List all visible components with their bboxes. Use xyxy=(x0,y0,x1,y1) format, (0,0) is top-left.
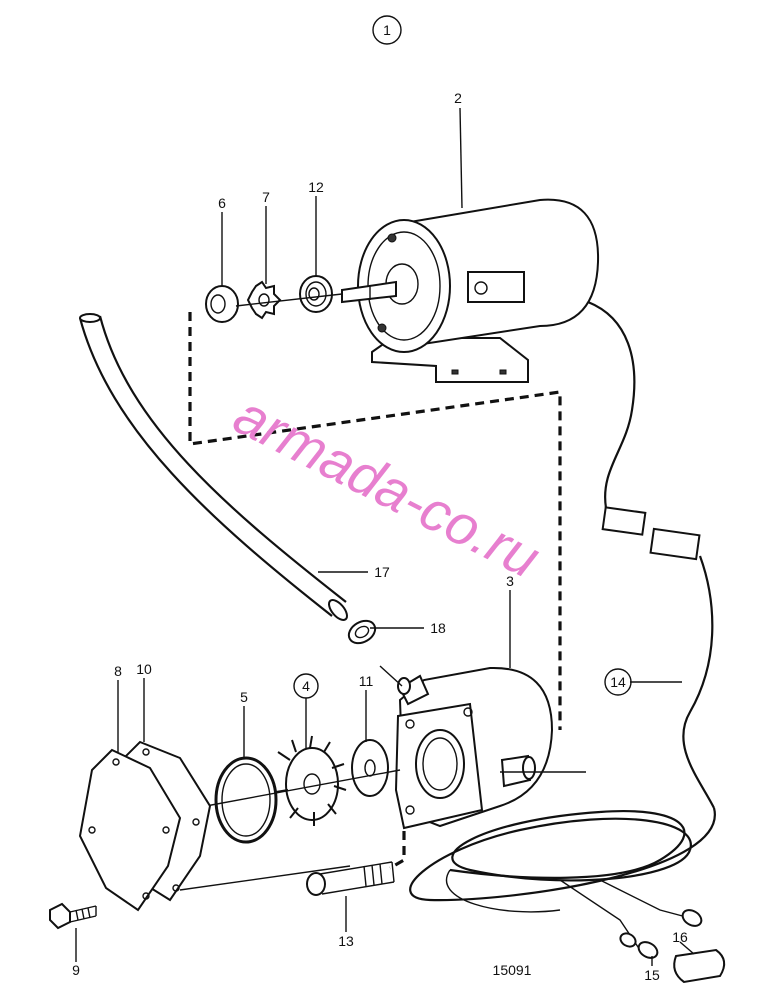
seal-ring xyxy=(205,285,239,323)
assembly-dashed-line-bolt xyxy=(389,816,406,870)
end-cover xyxy=(78,748,182,912)
callout-18: 18 xyxy=(430,620,446,636)
leader-lines xyxy=(75,107,695,966)
washer xyxy=(351,739,389,797)
callout-7: 7 xyxy=(262,189,270,205)
callout-14: 14 xyxy=(610,674,626,690)
screw xyxy=(49,902,97,930)
callout-15: 15 xyxy=(644,967,660,983)
callout-11: 11 xyxy=(359,673,374,689)
callout-3: 3 xyxy=(506,573,514,589)
pump-housing xyxy=(379,665,586,830)
callout-12: 12 xyxy=(308,179,324,195)
callout-4: 4 xyxy=(302,678,310,694)
drawing-number: 15091 xyxy=(493,962,532,978)
impeller xyxy=(275,735,347,826)
callout-4-badge: 4 xyxy=(293,673,319,699)
hose xyxy=(78,313,348,621)
sheet-number: 1 xyxy=(383,22,391,38)
callout-13: 13 xyxy=(338,933,354,949)
callout-17: 17 xyxy=(374,564,390,580)
callout-14-badge: 14 xyxy=(604,668,632,696)
electric-motor xyxy=(341,198,636,509)
callout-16: 16 xyxy=(672,929,688,945)
assembly-dashed-line xyxy=(188,312,562,730)
bolt xyxy=(306,861,395,896)
wiring-harness xyxy=(409,555,726,984)
cable-connector xyxy=(601,506,701,561)
callout-5: 5 xyxy=(240,689,248,705)
callout-labels: 2 6 7 12 17 3 18 4 11 5 10 8 14 9 13 15 … xyxy=(72,90,688,983)
hose-clamp xyxy=(347,619,377,645)
ball-bearing xyxy=(299,275,333,313)
callout-9: 9 xyxy=(72,962,80,978)
drive-coupling xyxy=(246,280,282,320)
callout-2: 2 xyxy=(454,90,462,106)
o-ring xyxy=(214,756,278,844)
callout-8: 8 xyxy=(114,663,122,679)
callout-6: 6 xyxy=(218,195,226,211)
callout-10: 10 xyxy=(136,661,152,677)
sheet-number-badge: 1 xyxy=(372,15,402,45)
watermark: armada-co.ru xyxy=(225,383,550,590)
